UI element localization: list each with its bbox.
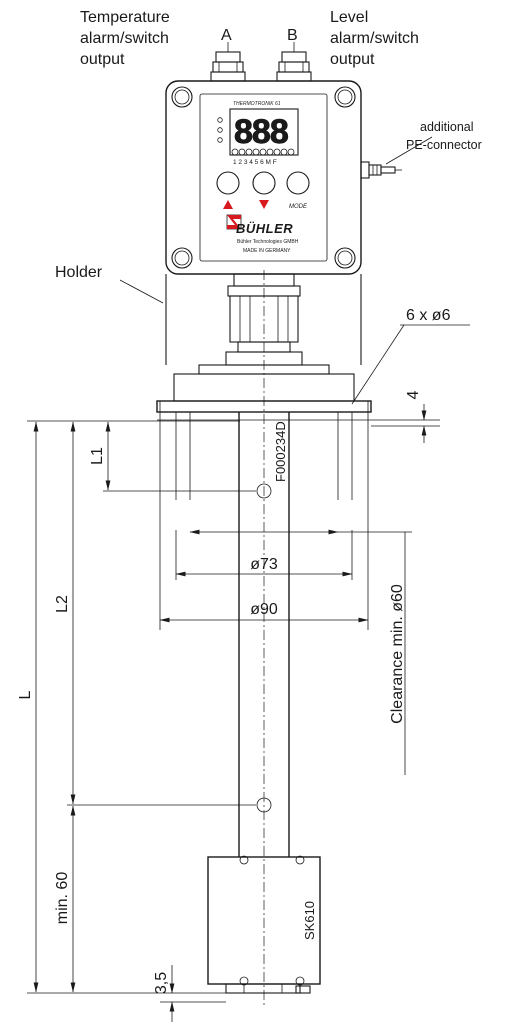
length-dimensions (27, 420, 256, 1022)
company-name: Bühler Technologies GMBH (237, 239, 299, 245)
made-in-label: MADE IN GERMANY (243, 248, 291, 254)
level-output-label-line3: output (330, 51, 375, 68)
diameter-90: ø90 (250, 601, 278, 618)
cable-gland-a (210, 42, 246, 82)
sensor-point-1 (256, 483, 272, 499)
up-button[interactable] (216, 171, 240, 195)
dimension-L: L (17, 690, 34, 699)
temperature-output-label-line2: alarm/switch (80, 30, 169, 47)
controller-housing (165, 80, 362, 275)
mode-button[interactable] (286, 171, 310, 195)
level-output-label-line2: alarm/switch (330, 30, 419, 47)
holes-label: 6 x ø6 (406, 307, 451, 324)
thickness-value: 4 (405, 390, 422, 399)
mode-label: MODE (289, 204, 308, 210)
status-leds (231, 148, 295, 156)
level-output-label-line1: Level (330, 9, 368, 26)
sensor-housing (207, 855, 321, 994)
port-b-label: B (287, 27, 298, 44)
diameter-73: ø73 (250, 556, 278, 573)
temperature-output-label-line3: output (80, 51, 125, 68)
clearance-label: Clearance min. ø60 (389, 584, 406, 724)
model-label: SK610 (302, 901, 317, 940)
device-model-name: THERMOTRONIK 61 (233, 101, 281, 107)
dimension-bottom-gap: 3,5 (153, 972, 170, 994)
pe-connector (360, 136, 433, 179)
pe-connector-label-line2: PE-connector (406, 138, 482, 152)
drawing-number: F000234D (273, 421, 288, 482)
temperature-output-label-line1: Temperature (80, 9, 170, 26)
pe-connector-label-line1: additional (420, 120, 474, 134)
up-arrow-icon (223, 200, 233, 209)
dimension-L2: L2 (54, 595, 71, 613)
brand-name: BÜHLER (236, 221, 293, 236)
holes-leader-line (351, 324, 405, 405)
holder-label: Holder (55, 264, 103, 281)
cable-gland-b (276, 42, 312, 82)
digital-display: 888 (217, 108, 299, 156)
port-a-label: A (221, 27, 232, 44)
thickness-dimension (371, 404, 440, 443)
sensor-point-2 (256, 797, 272, 813)
display-scale-label: 1 2 3 4 5 6 M F (233, 159, 277, 166)
display-digits: 888 (234, 113, 288, 151)
dimension-min-60: min. 60 (54, 872, 71, 925)
buhler-logo-icon (226, 214, 242, 230)
down-button[interactable] (252, 171, 276, 195)
diameter-dimensions (159, 529, 412, 775)
down-arrow-icon (259, 200, 269, 209)
holder (119, 274, 362, 365)
probe-tube (238, 412, 290, 857)
dimension-L1: L1 (89, 447, 106, 465)
